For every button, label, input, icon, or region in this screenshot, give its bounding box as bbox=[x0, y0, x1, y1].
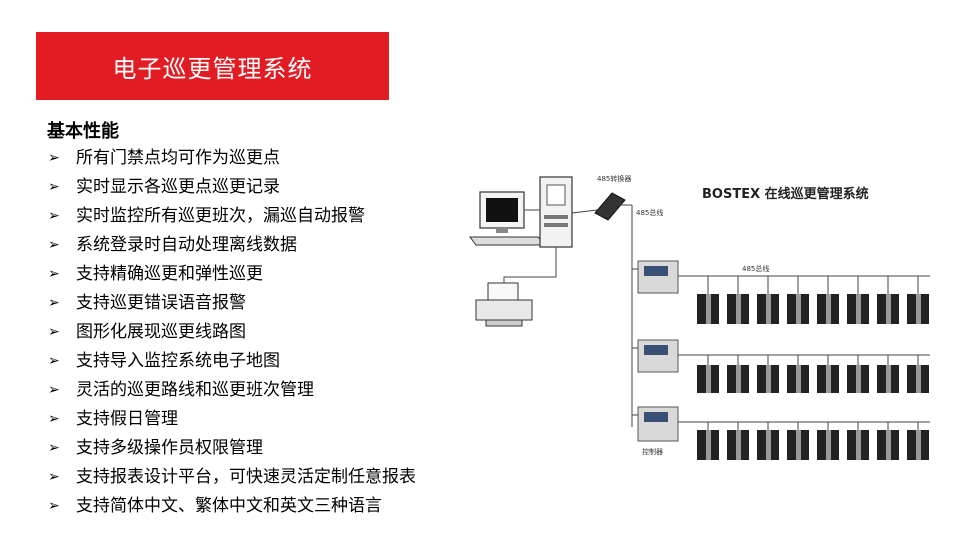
arrow-bullet-icon: ➢ bbox=[48, 179, 60, 195]
patrol-reader-icon bbox=[847, 276, 869, 324]
list-item: ➢支持假日管理 bbox=[48, 405, 416, 434]
patrol-reader-icon bbox=[907, 276, 929, 324]
list-item: ➢支持简体中文、繁体中文和英文三种语言 bbox=[48, 492, 416, 521]
converter-label: 485转换器 bbox=[597, 174, 631, 183]
page-title: 电子巡更管理系统 bbox=[36, 32, 389, 100]
patrol-reader-row bbox=[697, 422, 929, 460]
feature-list: ➢所有门禁点均可作为巡更点 ➢实时显示各巡更点巡更记录 ➢实时监控所有巡更班次，… bbox=[48, 144, 416, 521]
list-item: ➢支持巡更错误语音报警 bbox=[48, 289, 416, 318]
bus-label-vertical: 485总线 bbox=[636, 208, 663, 217]
arrow-bullet-icon: ➢ bbox=[48, 382, 60, 398]
server-tower-icon bbox=[539, 176, 573, 248]
patrol-reader-icon bbox=[787, 355, 809, 393]
controller-device-icon bbox=[637, 339, 679, 373]
patrol-reader-icon bbox=[817, 276, 839, 324]
arrow-bullet-icon: ➢ bbox=[48, 498, 60, 514]
printer-icon bbox=[475, 282, 533, 327]
list-item: ➢系统登录时自动处理离线数据 bbox=[48, 231, 416, 260]
list-item: ➢支持报表设计平台，可快速灵活定制任意报表 bbox=[48, 463, 416, 492]
patrol-reader-icon bbox=[757, 355, 779, 393]
patrol-reader-icon bbox=[907, 422, 929, 460]
patrol-reader-icon bbox=[787, 422, 809, 460]
system-diagram: BOSTEX 在线巡更管理系统 485转换器 485总线 bbox=[469, 174, 930, 460]
patrol-reader-icon bbox=[727, 355, 749, 393]
arrow-bullet-icon: ➢ bbox=[48, 295, 60, 311]
patrol-reader-icon bbox=[817, 355, 839, 393]
patrol-reader-icon bbox=[697, 355, 719, 393]
patrol-reader-icon bbox=[877, 276, 899, 324]
list-item: ➢实时显示各巡更点巡更记录 bbox=[48, 173, 416, 202]
patrol-reader-row bbox=[697, 355, 929, 393]
list-item: ➢图形化展现巡更线路图 bbox=[48, 318, 416, 347]
arrow-bullet-icon: ➢ bbox=[48, 208, 60, 224]
computer-icon bbox=[469, 191, 548, 246]
patrol-reader-icon bbox=[907, 355, 929, 393]
list-item: ➢支持导入监控系统电子地图 bbox=[48, 347, 416, 376]
patrol-reader-icon bbox=[847, 422, 869, 460]
controller-device-icon bbox=[637, 406, 679, 442]
patrol-reader-icon bbox=[757, 276, 779, 324]
list-item: ➢支持精确巡更和弹性巡更 bbox=[48, 260, 416, 289]
list-item: ➢实时监控所有巡更班次，漏巡自动报警 bbox=[48, 202, 416, 231]
patrol-reader-icon bbox=[757, 422, 779, 460]
patrol-reader-icon bbox=[847, 355, 869, 393]
bus-label-horizontal: 485总线 bbox=[742, 264, 769, 273]
list-item: ➢灵活的巡更路线和巡更班次管理 bbox=[48, 376, 416, 405]
arrow-bullet-icon: ➢ bbox=[48, 440, 60, 456]
controller-device-icon bbox=[637, 260, 679, 294]
arrow-bullet-icon: ➢ bbox=[48, 469, 60, 485]
arrow-bullet-icon: ➢ bbox=[48, 411, 60, 427]
patrol-reader-icon bbox=[877, 422, 899, 460]
list-item: ➢所有门禁点均可作为巡更点 bbox=[48, 144, 416, 173]
controller-label: 控制器 bbox=[642, 447, 663, 456]
patrol-reader-icon bbox=[727, 422, 749, 460]
patrol-reader-icon bbox=[787, 276, 809, 324]
section-heading: 基本性能 bbox=[47, 121, 119, 142]
arrow-bullet-icon: ➢ bbox=[48, 266, 60, 282]
arrow-bullet-icon: ➢ bbox=[48, 324, 60, 340]
patrol-reader-row bbox=[697, 276, 929, 324]
patrol-reader-icon bbox=[697, 276, 719, 324]
list-item: ➢支持多级操作员权限管理 bbox=[48, 434, 416, 463]
arrow-bullet-icon: ➢ bbox=[48, 237, 60, 253]
arrow-bullet-icon: ➢ bbox=[48, 150, 60, 166]
converter-device-icon bbox=[594, 192, 626, 221]
arrow-bullet-icon: ➢ bbox=[48, 353, 60, 369]
patrol-reader-icon bbox=[817, 422, 839, 460]
patrol-reader-icon bbox=[697, 422, 719, 460]
patrol-reader-icon bbox=[727, 276, 749, 324]
patrol-reader-icon bbox=[877, 355, 899, 393]
diagram-title: BOSTEX 在线巡更管理系统 bbox=[702, 186, 869, 202]
